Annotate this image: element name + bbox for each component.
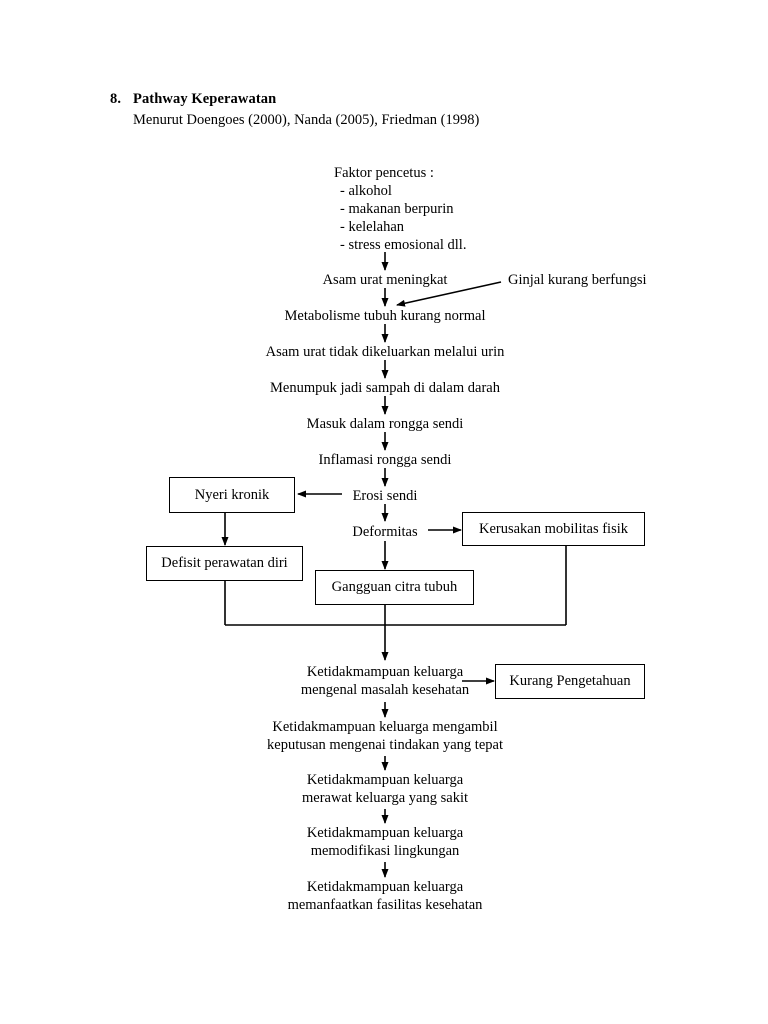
node-ginjal-kurang-berfungsi: Ginjal kurang berfungsi [508,272,647,288]
box-gangguan-citra-tubuh: Gangguan citra tubuh [315,570,474,605]
node-deformitas: Deformitas [352,524,418,540]
factor-item-stress-emosional: - stress emosional dll. [340,237,467,253]
node-metabolisme-tubuh-kurang-normal: Metabolisme tubuh kurang normal [284,308,486,324]
node-ketidakmampuan-memodifikasi: Ketidakmampuan keluarga memodifikasi lin… [225,824,545,860]
node-line-2: memanfaatkan fasilitas kesehatan [287,897,483,913]
node-masuk-dalam-rongga-sendi: Masuk dalam rongga sendi [306,416,464,432]
node-ketidakmampuan-merawat: Ketidakmampuan keluarga merawat keluarga… [225,771,545,807]
factor-item-kelelahan: - kelelahan [340,219,405,235]
box-nyeri-kronik: Nyeri kronik [169,477,295,513]
node-line-1: Ketidakmampuan keluarga [306,825,464,841]
node-inflamasi-rongga-sendi: Inflamasi rongga sendi [318,452,452,468]
node-ketidakmampuan-memanfaatkan: Ketidakmampuan keluarga memanfaatkan fas… [215,878,555,914]
section-number: 8. [110,91,122,107]
citation-line: Menurut Doengoes (2000), Nanda (2005), F… [133,112,480,128]
box-kurang-pengetahuan: Kurang Pengetahuan [495,664,645,699]
node-line-1: Ketidakmampuan keluarga [306,772,464,788]
node-line-2: keputusan mengenai tindakan yang tepat [267,737,503,753]
box-defisit-perawatan-diri: Defisit perawatan diri [146,546,303,581]
factor-item-alkohol: - alkohol [340,183,392,199]
factor-list-title: Faktor pencetus : [334,165,434,181]
node-ketidakmampuan-keputusan: Ketidakmampuan keluarga mengambil keputu… [205,718,565,754]
node-ketidakmampuan-mengenal: Ketidakmampuan keluarga mengenal masalah… [235,663,535,699]
node-erosi-sendi: Erosi sendi [352,488,418,504]
node-asam-urat-meningkat: Asam urat meningkat [322,272,448,288]
node-line-1: Ketidakmampuan keluarga mengambil [272,719,498,735]
factor-item-makanan-berpurin: - makanan berpurin [340,201,454,217]
node-line-2: mengenal masalah kesehatan [300,682,470,698]
node-line-2: merawat keluarga yang sakit [301,790,468,806]
node-line-2: memodifikasi lingkungan [310,843,460,859]
node-line-1: Ketidakmampuan keluarga [306,664,464,680]
page-title: Pathway Keperawatan [133,91,277,107]
node-menumpuk-jadi-sampah: Menumpuk jadi sampah di dalam darah [270,380,500,396]
node-asam-urat-tidak-dikeluarkan: Asam urat tidak dikeluarkan melalui urin [265,344,505,360]
box-kerusakan-mobilitas-fisik: Kerusakan mobilitas fisik [462,512,645,546]
node-line-1: Ketidakmampuan keluarga [306,879,464,895]
